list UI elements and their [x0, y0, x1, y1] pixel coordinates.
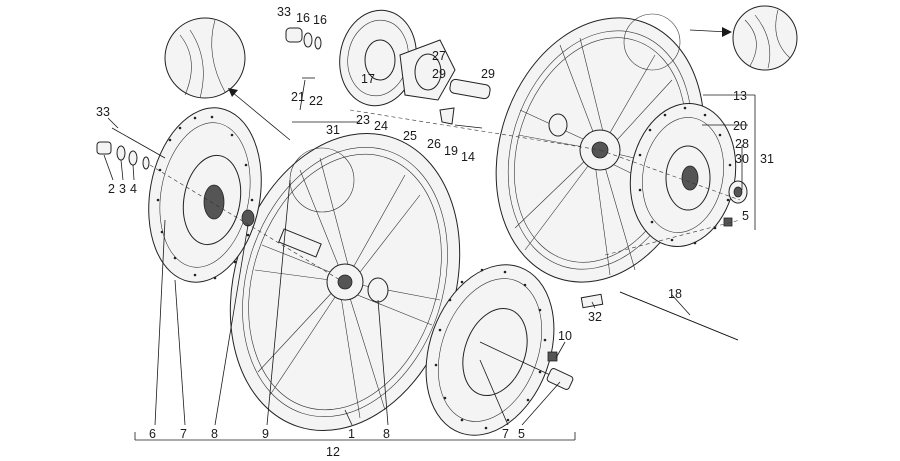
label-33-top: 33 [277, 5, 291, 19]
leader-lines [103, 79, 756, 441]
label-29-b: 29 [481, 67, 495, 81]
label-12: 12 [326, 445, 340, 459]
label-20: 20 [733, 119, 747, 133]
label-23: 23 [356, 113, 370, 127]
label-16-top: 16 [296, 11, 310, 25]
label-4: 4 [130, 182, 137, 196]
label-9: 9 [262, 427, 269, 441]
label-26: 26 [427, 137, 441, 151]
label-16-top-b: 16 [313, 13, 327, 27]
label-22: 22 [309, 94, 323, 108]
label-19: 19 [444, 144, 458, 158]
label-1: 1 [348, 427, 355, 441]
front-right-brake-disc [425, 264, 574, 436]
label-33-left: 33 [96, 105, 110, 119]
label-31-right: 31 [760, 152, 774, 166]
front-left-brake-disc [148, 107, 262, 283]
label-7-left: 7 [180, 427, 187, 441]
assembly-lines [149, 109, 741, 281]
label-25: 25 [403, 129, 417, 143]
rear-axle [580, 291, 739, 341]
label-7-right: 7 [502, 427, 509, 441]
label-10: 10 [558, 329, 572, 343]
label-30: 30 [735, 152, 749, 166]
label-21: 21 [291, 90, 305, 104]
detail-callout-left [164, 17, 291, 141]
label-8-right: 8 [383, 427, 390, 441]
callout-labels: 33 16 16 17 27 29 29 21 22 31 23 24 25 2… [96, 5, 774, 459]
label-8-left: 8 [211, 427, 218, 441]
label-17: 17 [361, 72, 375, 86]
label-28: 28 [735, 137, 749, 151]
label-3: 3 [119, 182, 126, 196]
label-5-right: 5 [742, 209, 749, 223]
rear-detail-circle [623, 13, 681, 71]
detail-callout-right [689, 5, 798, 71]
label-31-top: 31 [326, 123, 340, 137]
label-2: 2 [108, 182, 115, 196]
label-29-a: 29 [432, 67, 446, 81]
label-14: 14 [461, 150, 475, 164]
label-18: 18 [668, 287, 682, 301]
label-13: 13 [733, 89, 747, 103]
label-27: 27 [432, 49, 446, 63]
label-6: 6 [149, 427, 156, 441]
label-5-bottom: 5 [518, 427, 525, 441]
left-axle-parts [96, 127, 255, 227]
label-32: 32 [588, 310, 602, 324]
sprocket-carrier-assembly [285, 9, 491, 129]
label-24: 24 [374, 119, 388, 133]
